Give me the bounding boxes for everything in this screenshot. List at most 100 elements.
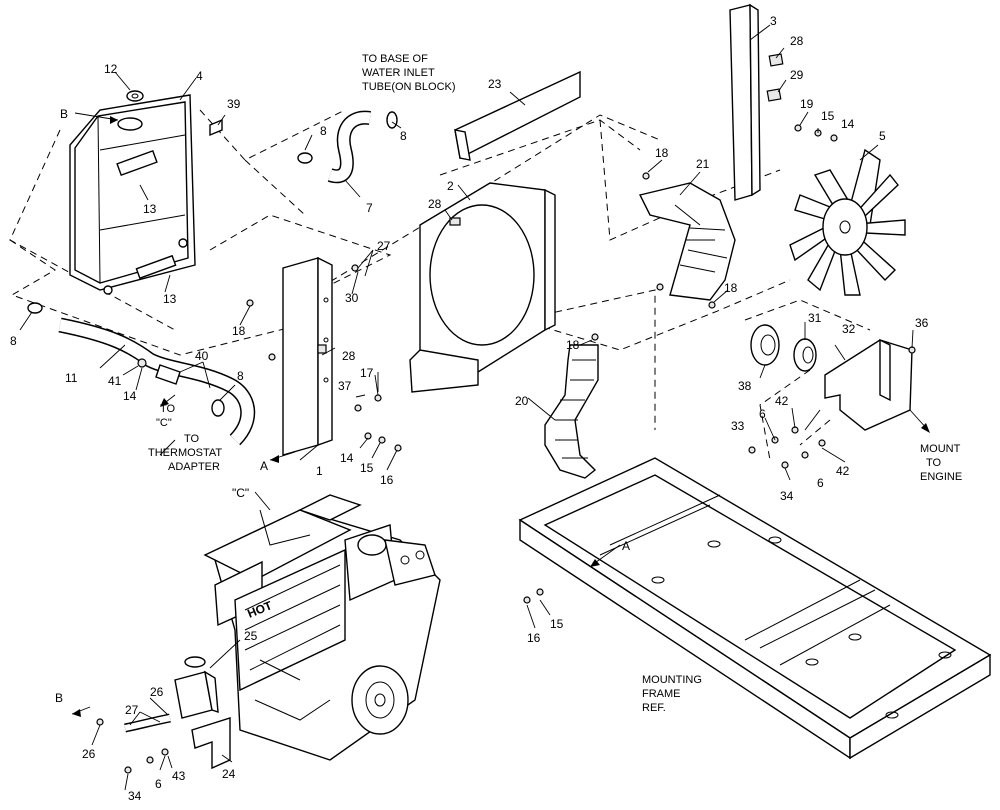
callout-8-b: 8 — [400, 129, 407, 143]
callout-3: 3 — [770, 14, 777, 28]
callout-16-b: 16 — [527, 631, 541, 645]
callout-7: 7 — [366, 201, 373, 215]
hose-lower — [27, 302, 256, 446]
callout-26-a: 26 — [82, 747, 96, 761]
idler-assembly — [750, 324, 913, 431]
callout-17: 17 — [360, 366, 374, 380]
callout-24: 24 — [222, 767, 236, 781]
callout-8-a: 8 — [320, 124, 327, 138]
note-to-c: TO "C" — [156, 403, 176, 429]
svg-text:MOUNTING: MOUNTING — [642, 674, 702, 686]
callout-40: 40 — [195, 349, 209, 363]
callout-15-c: 15 — [821, 109, 835, 123]
callout-29: 29 — [790, 68, 804, 82]
callout-12: 12 — [104, 62, 118, 76]
callout-4: 4 — [196, 69, 203, 83]
callout-6-c: 6 — [155, 777, 162, 791]
hardware — [96, 124, 916, 774]
callout-labels: 1 2 3 4 5 6 6 6 7 8 8 8 8 11 12 13 13 14… — [10, 14, 929, 803]
callout-13-a: 13 — [143, 202, 157, 216]
vertical-bracket — [729, 3, 784, 201]
cooling-fan — [789, 148, 906, 296]
callout-18-a: 18 — [232, 324, 246, 338]
svg-text:ADAPTER: ADAPTER — [168, 461, 220, 473]
callout-18-d: 18 — [566, 338, 580, 352]
callout-16-a: 16 — [380, 473, 394, 487]
fan-guard-upper — [638, 182, 736, 301]
callout-23: 23 — [488, 77, 502, 91]
engine: HOT — [203, 494, 441, 761]
ref-b-2: B — [55, 691, 63, 705]
fan-guard-lower — [544, 344, 599, 479]
callout-26-b: 26 — [150, 685, 164, 699]
callout-13-b: 13 — [163, 292, 177, 306]
callout-18-c: 18 — [724, 281, 738, 295]
callout-28-b: 28 — [428, 197, 442, 211]
callout-20: 20 — [515, 394, 529, 408]
callout-31: 31 — [808, 311, 822, 325]
callout-8-c: 8 — [10, 334, 17, 348]
callout-33: 33 — [731, 419, 745, 433]
callout-5: 5 — [879, 129, 886, 143]
callout-39: 39 — [227, 97, 241, 111]
callout-2: 2 — [447, 179, 454, 193]
ref-c: "C" — [232, 486, 249, 500]
callout-1: 1 — [316, 464, 323, 478]
svg-text:ENGINE: ENGINE — [920, 471, 962, 483]
callout-42-b: 42 — [836, 464, 850, 478]
callout-18-b: 18 — [655, 146, 669, 160]
svg-text:TO: TO — [926, 457, 942, 469]
svg-text:FRAME: FRAME — [642, 688, 681, 700]
callout-30: 30 — [345, 291, 359, 305]
radiator — [69, 90, 223, 295]
callout-32: 32 — [842, 322, 856, 336]
callout-14-c: 14 — [841, 117, 855, 131]
callout-21: 21 — [696, 157, 710, 171]
svg-text:TO: TO — [160, 403, 176, 415]
leader-lines — [19, 24, 930, 791]
svg-text:MOUNT: MOUNT — [920, 443, 961, 455]
callout-28-c: 28 — [342, 349, 356, 363]
ref-a-1: A — [260, 459, 268, 473]
svg-text:TO: TO — [184, 433, 200, 445]
callout-37: 37 — [338, 379, 352, 393]
svg-text:REF.: REF. — [642, 702, 666, 714]
svg-text:TUBE(ON BLOCK): TUBE(ON BLOCK) — [362, 81, 456, 93]
reference-letters: A A B B "C" — [55, 107, 630, 705]
callout-15-a: 15 — [360, 461, 374, 475]
top-panel — [454, 70, 581, 161]
overflow-bottle — [124, 656, 231, 770]
callout-27-a: 27 — [377, 239, 391, 253]
callout-27-b: 27 — [125, 703, 139, 717]
callout-38: 38 — [738, 379, 752, 393]
callout-8-d: 8 — [237, 369, 244, 383]
callout-6-a: 6 — [759, 407, 766, 421]
callout-34-b: 34 — [128, 789, 142, 803]
callout-6-b: 6 — [817, 476, 824, 490]
note-mounting-frame: MOUNTING FRAME REF. — [642, 674, 702, 714]
assembly-dashed-lines — [9, 109, 871, 461]
callout-34-a: 34 — [780, 489, 794, 503]
note-mount-engine: MOUNT TO ENGINE — [920, 443, 962, 483]
bracket-1 — [282, 256, 333, 456]
callout-19: 19 — [800, 97, 814, 111]
hose-upper — [297, 110, 398, 184]
callout-41: 41 — [108, 374, 122, 388]
mounting-frame — [518, 457, 992, 760]
callout-28-a: 28 — [790, 34, 804, 48]
callout-36: 36 — [915, 316, 929, 330]
callout-14-a: 14 — [123, 389, 137, 403]
ref-a-2: A — [622, 539, 630, 553]
callout-25: 25 — [244, 629, 258, 643]
svg-text:"C": "C" — [156, 417, 172, 429]
note-base-tube: TO BASE OF WATER INLET TUBE(ON BLOCK) — [362, 53, 456, 93]
svg-text:TO BASE OF: TO BASE OF — [362, 53, 428, 65]
svg-text:WATER INLET: WATER INLET — [362, 67, 435, 79]
callout-11: 11 — [65, 371, 78, 385]
callout-15-b: 15 — [550, 617, 564, 631]
ref-b-1: B — [60, 107, 68, 121]
fan-shroud — [409, 182, 556, 393]
callout-14-b: 14 — [340, 451, 354, 465]
